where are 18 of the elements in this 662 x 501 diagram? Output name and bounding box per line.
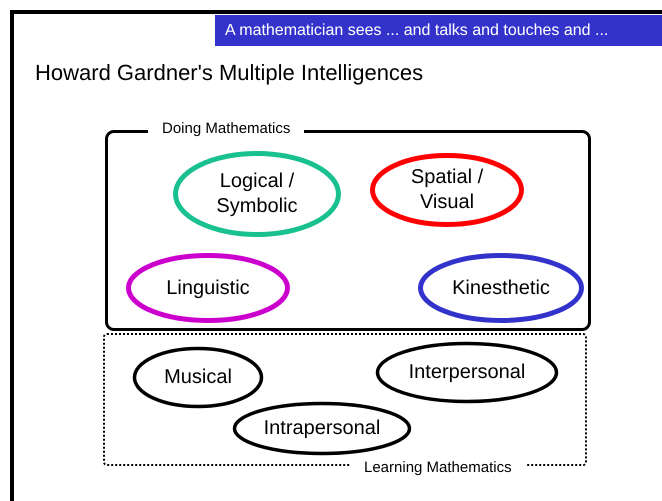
group-heading: Learning Mathematics [350, 459, 526, 477]
intelligence-label: Linguistic [165, 276, 251, 300]
intelligence-label: Musical [163, 365, 233, 390]
intelligence-ellipse [232, 401, 412, 456]
intelligence-label: Kinesthetic [451, 276, 551, 300]
intelligence-label: Logical / Symbolic [215, 169, 299, 219]
intelligence-label: Intrapersonal [262, 416, 382, 441]
intelligence-ellipse [132, 346, 264, 409]
intelligence-label: Spatial / Visual [410, 165, 484, 215]
banner-text: A mathematician sees ... and talks and touches and ... [215, 15, 662, 46]
intelligence-label: Interpersonal [408, 360, 526, 385]
intelligence-ellipse [370, 153, 524, 227]
intelligence-ellipse [375, 341, 559, 404]
intelligence-ellipse [126, 253, 290, 323]
slide-title: Howard Gardner's Multiple Intelligences [35, 60, 424, 86]
intelligence-ellipse [418, 253, 584, 323]
intelligence-ellipse [173, 151, 341, 237]
group-heading: Doing Mathematics [148, 120, 304, 138]
